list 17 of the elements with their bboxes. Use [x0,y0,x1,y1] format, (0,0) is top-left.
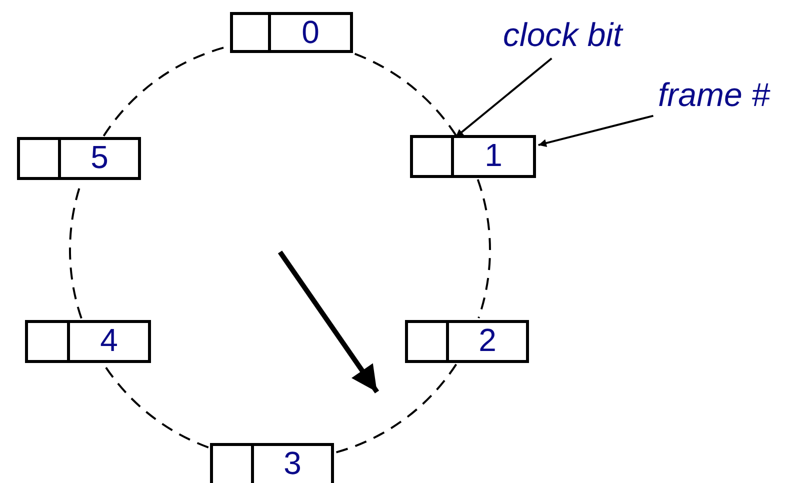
empty-cell [25,320,70,363]
empty-cell [405,320,449,363]
annotation-label: clock bit [503,16,655,56]
leader-line [538,114,654,147]
frame-number-cell: 2 [446,320,529,363]
frame-number-cell: 0 [268,12,353,53]
frame-number-cell: 4 [67,320,151,363]
empty-cell [17,137,61,180]
frame-number-cell: 5 [58,137,141,180]
annotation-label: frame # [658,76,804,116]
empty-cell [210,443,254,483]
dashed-arc [476,179,491,318]
empty-cell [230,12,271,53]
empty-cell [410,135,454,178]
dashed-arc [335,364,457,454]
frame-number-cell: 3 [251,443,334,483]
frame-number-cell: 1 [451,135,536,178]
